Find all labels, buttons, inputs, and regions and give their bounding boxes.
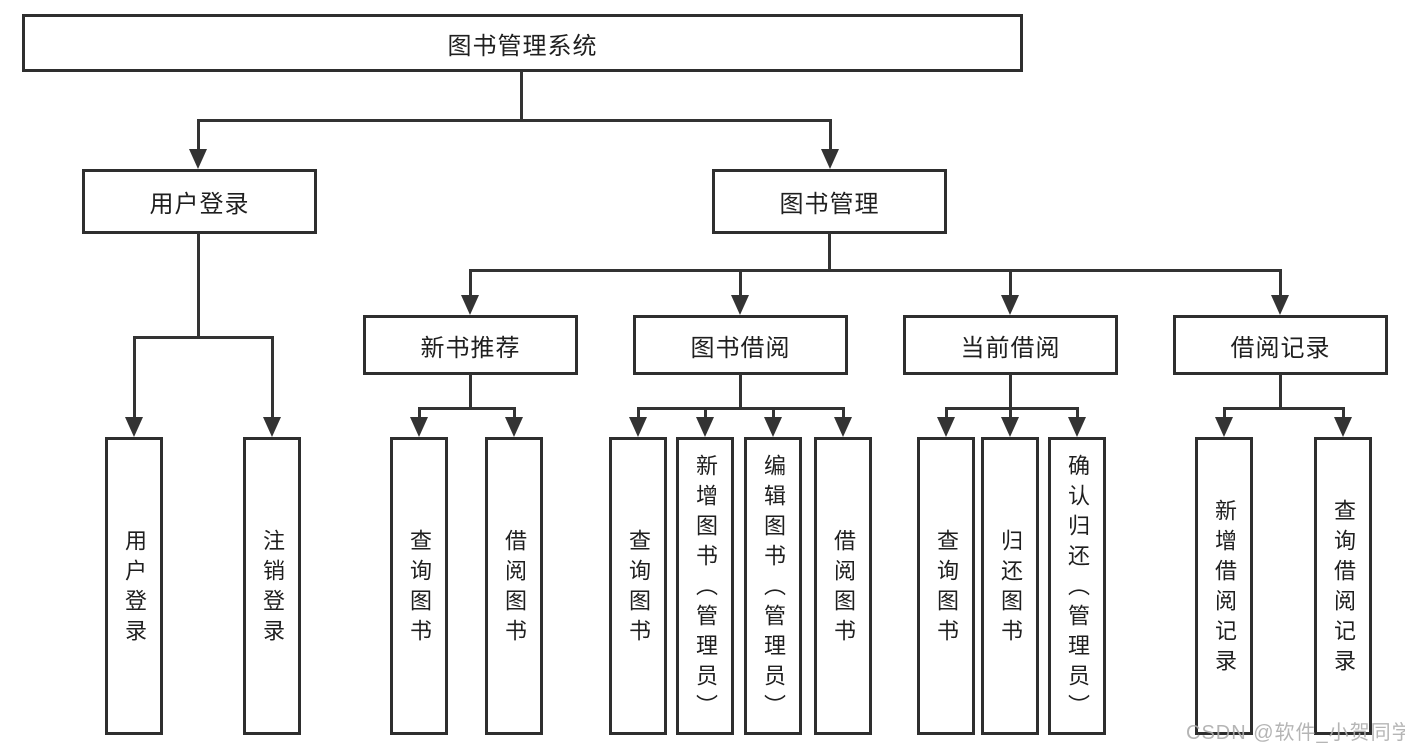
arrowhead-down-icon (1215, 417, 1233, 437)
arrowhead-down-icon (1334, 417, 1352, 437)
arrowhead-down-icon (764, 417, 782, 437)
leaf-confirm-return-admin: 确认归还（管理员） (1048, 437, 1106, 735)
arrowhead-down-icon (1271, 295, 1289, 315)
arrowhead-down-icon (1001, 417, 1019, 437)
arrowhead-down-icon (731, 295, 749, 315)
node-root: 图书管理系统 (22, 14, 1023, 72)
connector-line (828, 120, 832, 152)
connector-line (197, 233, 200, 338)
connector-line (1278, 270, 1282, 298)
leaf-query-borrow-record: 查询借阅记录 (1314, 437, 1372, 735)
arrowhead-down-icon (1001, 295, 1019, 315)
connector-line (636, 406, 845, 410)
connector-line (738, 270, 742, 298)
connector-line (1075, 408, 1079, 420)
connector-line (771, 408, 775, 420)
connector-line (1008, 408, 1012, 420)
connector-line (468, 374, 472, 409)
connector-line (944, 406, 1079, 410)
arrowhead-down-icon (410, 417, 428, 437)
node-book-borrow: 图书借阅 (633, 315, 848, 375)
leaf-query-books-recommend: 查询图书 (390, 437, 448, 735)
arrowhead-down-icon (1068, 417, 1086, 437)
connector-line (196, 120, 200, 152)
connector-line (132, 335, 274, 339)
connector-line (520, 71, 523, 122)
connector-line (1278, 374, 1282, 409)
connector-line (944, 408, 948, 420)
connector-line (703, 408, 707, 420)
connector-line (1008, 270, 1012, 298)
connector-line (468, 270, 472, 298)
leaf-add-borrow-record: 新增借阅记录 (1195, 437, 1253, 735)
leaf-query-books-borrow: 查询图书 (609, 437, 667, 735)
arrowhead-down-icon (629, 417, 647, 437)
connector-line (1341, 408, 1345, 420)
connector-line (417, 408, 421, 420)
leaf-borrow-books: 借阅图书 (814, 437, 872, 735)
connector-line (828, 233, 831, 272)
connector-line (132, 337, 136, 420)
arrowhead-down-icon (821, 149, 839, 169)
leaf-user-login: 用户登录 (105, 437, 163, 735)
connector-line (196, 118, 832, 122)
leaf-query-books-current: 查询图书 (917, 437, 975, 735)
connector-line (512, 408, 516, 420)
leaf-add-book-admin: 新增图书（管理员） (676, 437, 734, 735)
connector-line (636, 408, 640, 420)
connector-line (841, 408, 845, 420)
connector-line (468, 268, 1282, 272)
connector-line (270, 337, 274, 420)
connector-line (1222, 406, 1345, 410)
watermark: CSDN @软件_小贺同学 (1186, 722, 1405, 744)
arrowhead-down-icon (263, 417, 281, 437)
leaf-borrow-books-recommend: 借阅图书 (485, 437, 543, 735)
connector-line (1222, 408, 1226, 420)
arrowhead-down-icon (505, 417, 523, 437)
connector-line (417, 406, 516, 410)
node-current-borrow: 当前借阅 (903, 315, 1118, 375)
leaf-edit-book-admin: 编辑图书（管理员） (744, 437, 802, 735)
leaf-return-books: 归还图书 (981, 437, 1039, 735)
arrowhead-down-icon (125, 417, 143, 437)
node-new-book-recommend: 新书推荐 (363, 315, 578, 375)
connector-line (1008, 374, 1012, 409)
arrowhead-down-icon (696, 417, 714, 437)
arrowhead-down-icon (189, 149, 207, 169)
arrowhead-down-icon (937, 417, 955, 437)
node-book-management: 图书管理 (712, 169, 947, 234)
arrowhead-down-icon (461, 295, 479, 315)
connector-line (738, 374, 742, 409)
leaf-logout: 注销登录 (243, 437, 301, 735)
arrowhead-down-icon (834, 417, 852, 437)
node-borrow-records: 借阅记录 (1173, 315, 1388, 375)
node-user-login: 用户登录 (82, 169, 317, 234)
